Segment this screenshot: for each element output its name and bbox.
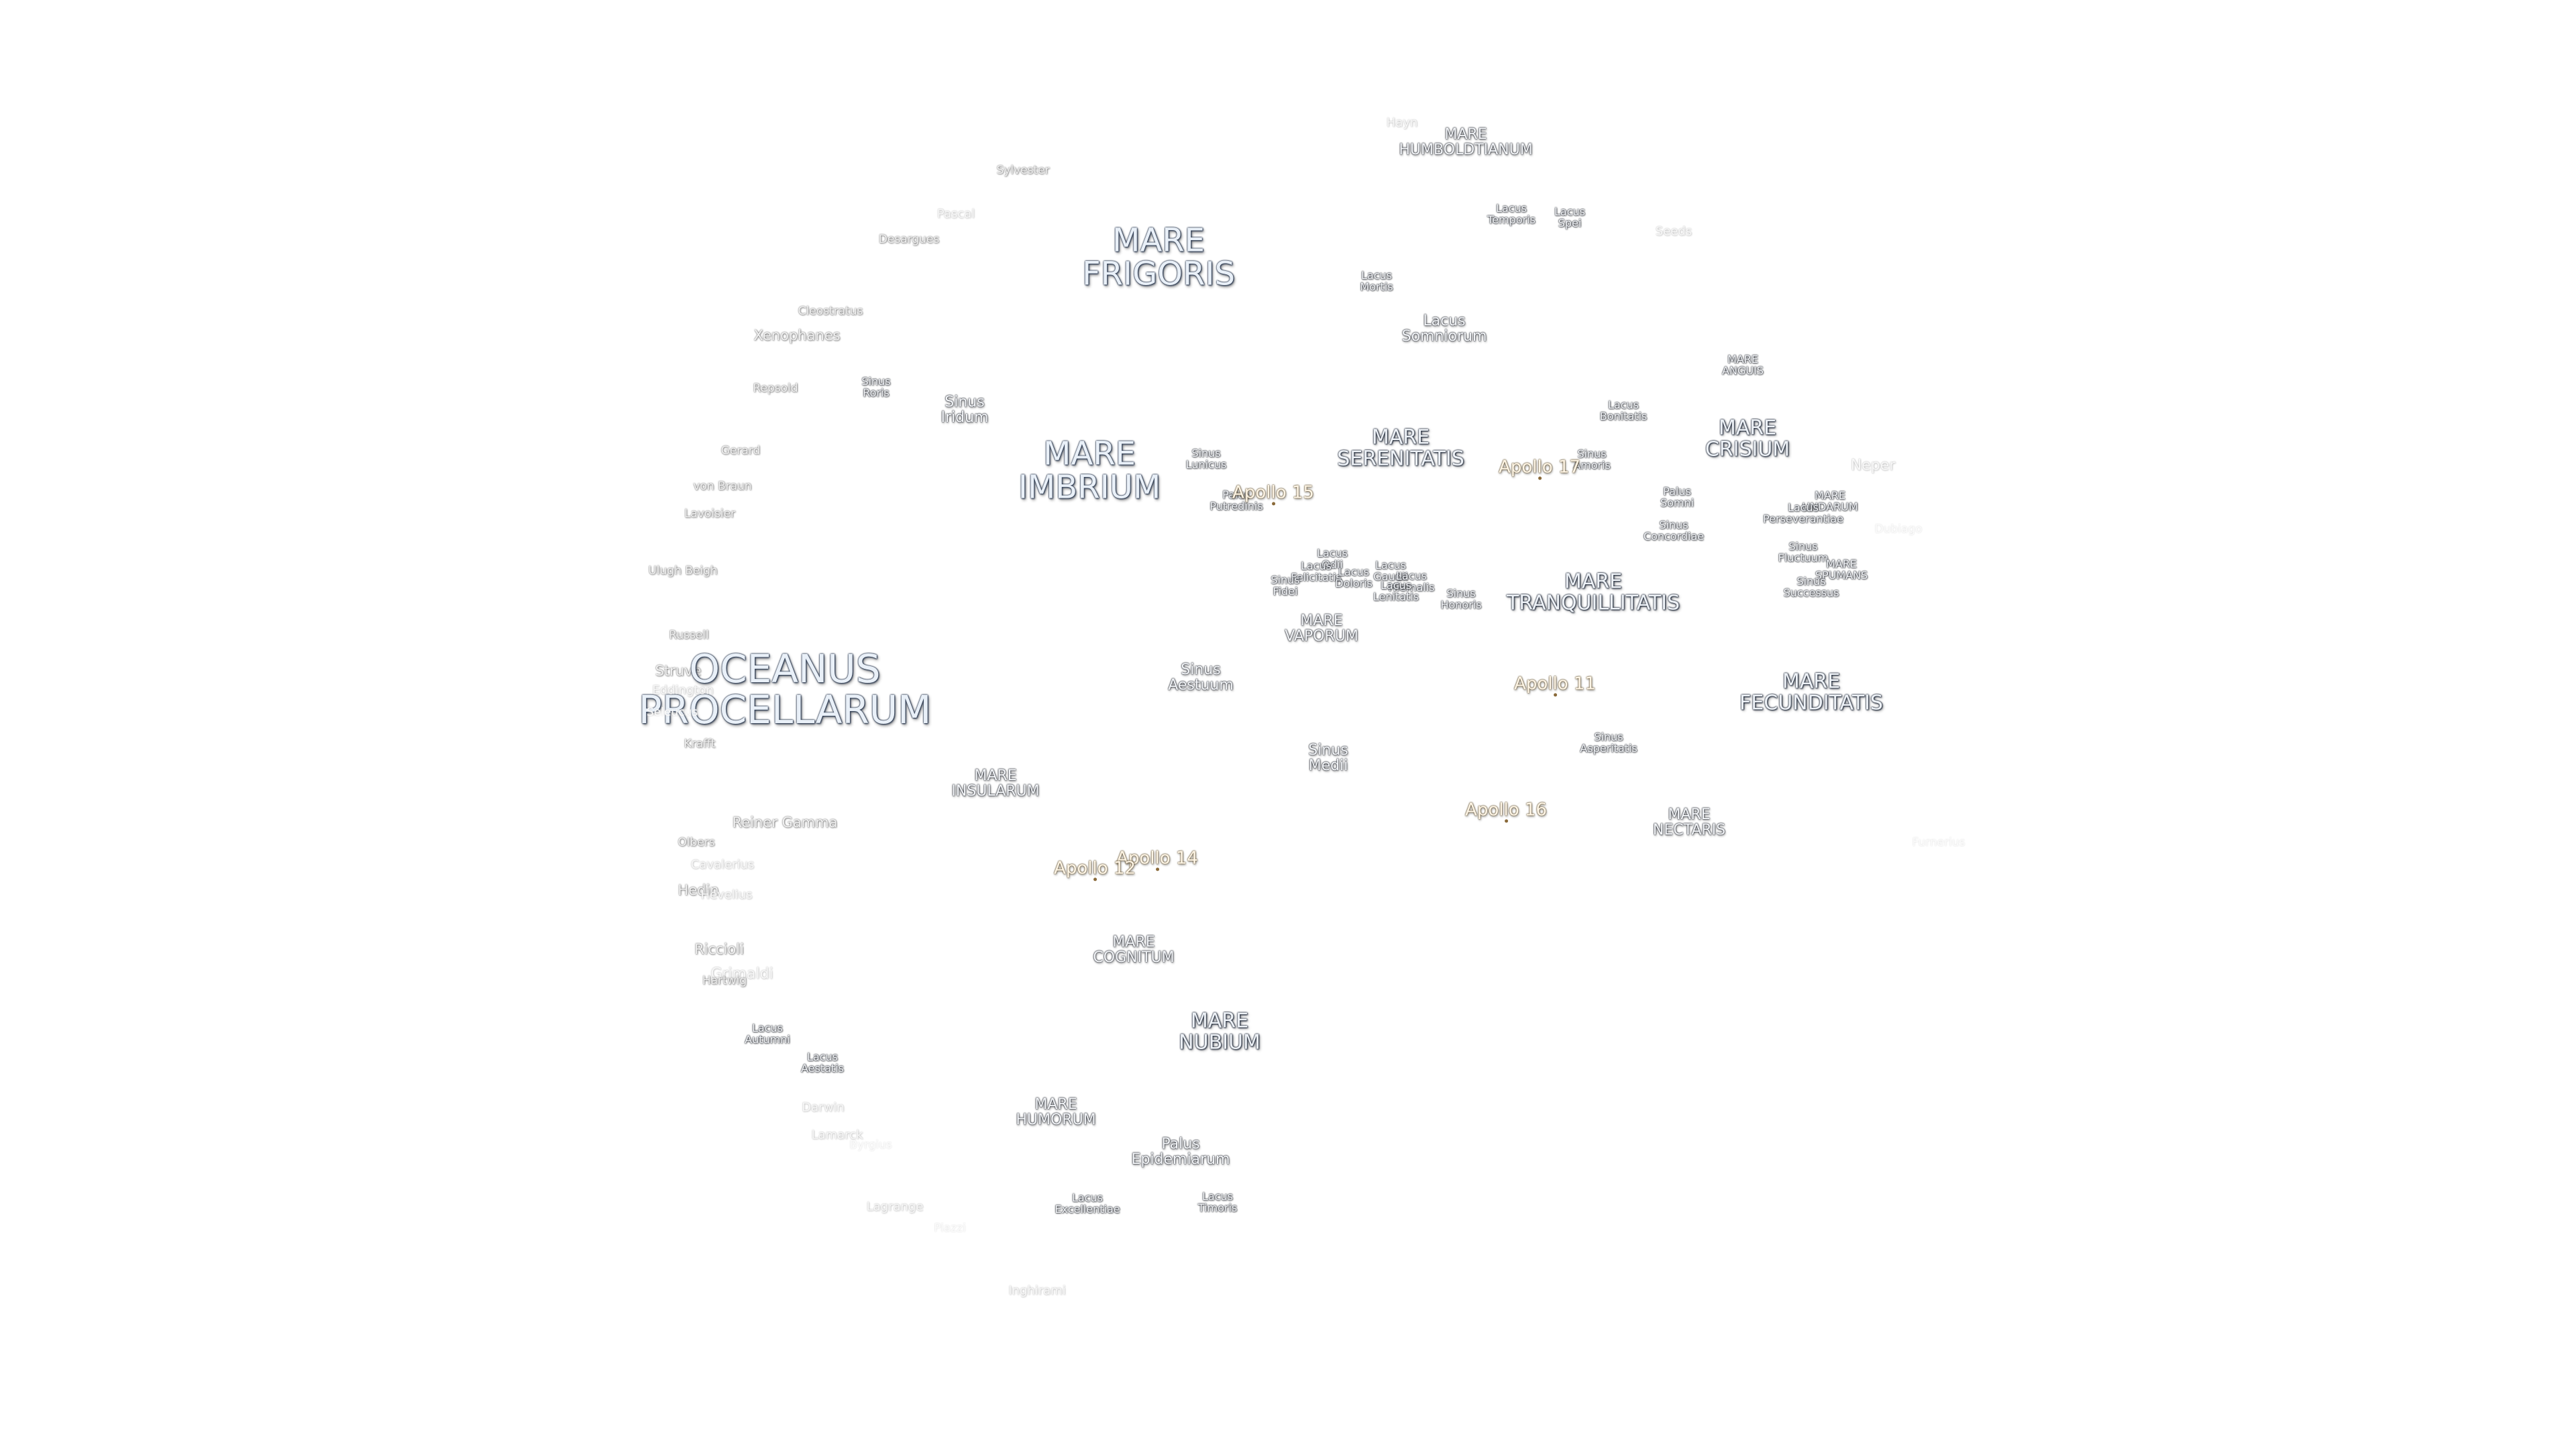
crater-label-hedin: Hedin [678, 881, 719, 898]
crater-label-von-braun: von Braun [693, 480, 752, 494]
crater-label-piazzi: Piazzi [934, 1222, 966, 1236]
mare-humorum-label: MARE HUMORUM [1016, 1095, 1096, 1128]
lacus-somniorum-label: Lacus Somniorum [1401, 312, 1487, 345]
lacus-mortis-label: Lacus Mortis [1360, 269, 1393, 293]
crater-label-cleostratus: Cleostratus [798, 305, 863, 319]
crater-label-hevelius: Hevelius [700, 888, 753, 902]
mare-imbrium-label: MARE IMBRIUM [1018, 435, 1161, 506]
crater-label-pascal: Pascal [936, 207, 975, 221]
palus-somni-label: Palus Somni [1660, 485, 1695, 509]
sinus-concordiae-label: Sinus Concordiae [1643, 519, 1705, 543]
apollo-17-site-label: Apollo 17 [1499, 457, 1580, 481]
mare-anguis-label: MARE ANGUIS [1722, 353, 1764, 377]
crater-label-dubiago: Dubiago [1874, 523, 1923, 537]
sinus-asperitatis-label: Sinus Asperitatis [1580, 731, 1638, 755]
crater-label-seeds: Seeds [1655, 224, 1693, 239]
sinus-successus-label: Sinus Successus [1783, 575, 1839, 599]
mare-fecunditatis-label: MARE FECUNDITATIS [1739, 669, 1883, 714]
apollo-14-site-label: Apollo 14 [1116, 848, 1198, 872]
crater-label-hartwig: Hartwig [702, 974, 747, 988]
lacus-odii-label: Lacus Odii [1317, 547, 1348, 571]
crater-label-eddington: Eddington [652, 683, 714, 698]
lacus-spei-label: Lacus Spei [1554, 205, 1585, 229]
lacus-bonitatis-label: Lacus Bonitatis [1599, 398, 1648, 423]
lacus-doloris-label: Lacus Doloris [1335, 566, 1373, 590]
sinus-amoris-label: Sinus Amoris [1573, 447, 1611, 472]
crater-label-russell: Russell [669, 629, 709, 643]
crater-label-struve: Struve [655, 662, 702, 679]
palus-putredinis-label: Palus Putredinis [1210, 488, 1263, 513]
lacus-excellentiae-label: Lacus Excellentiae [1055, 1191, 1120, 1216]
crater-label-grimaldi: Grimaldi [710, 965, 773, 983]
crater-label-lavoisier: Lavoisier [684, 507, 736, 521]
mare-crisium-label: MARE CRISIUM [1705, 416, 1790, 461]
mare-insularum-label: MARE INSULARUM [951, 767, 1040, 800]
sinus-fluctuum-label: Sinus Fluctuum [1778, 540, 1829, 564]
crater-label-seleucus: Seleucus [646, 706, 698, 720]
lacus-autumni-label: Lacus Autumni [745, 1022, 790, 1046]
lacus-timoris-label: Lacus Timoris [1197, 1190, 1238, 1214]
reiner-gamma-label: Reiner Gamma [732, 814, 838, 830]
mare-nubium-label: MARE NUBIUM [1179, 1009, 1260, 1054]
crater-label-darwin: Darwin [802, 1100, 845, 1115]
mare-spumans-label: MARE SPUMANS [1815, 557, 1868, 582]
crater-label-krafft: Krafft [684, 737, 716, 751]
crater-label-lamarck: Lamarck [811, 1128, 863, 1142]
apollo-16-site-label: Apollo 16 [1465, 800, 1547, 824]
lacus-perseverantiae-label: Lacus Perseverantiae [1763, 501, 1843, 525]
mare-undarum-label: MARE UNDARUM [1802, 489, 1858, 513]
crater-label-lagrange: Lagrange [866, 1199, 924, 1214]
lacus-hiemalis-label: Lacus Hiemalis [1388, 570, 1435, 594]
crater-label-desargues: Desargues [878, 233, 940, 247]
crater-label-gerard: Gerard [720, 444, 761, 458]
crater-label-repsold: Repsold [753, 382, 798, 396]
mare-frigoris-label: MARE FRIGORIS [1081, 221, 1236, 293]
mare-humboldtianum-label: MARE HUMBOLDTIANUM [1399, 125, 1533, 158]
lacus-felicitatis-label: Lacus Felicitatis [1291, 559, 1342, 584]
crater-label-riccioli: Riccioli [694, 941, 744, 957]
crater-label-cavalerius: Cavalerius [690, 857, 755, 872]
palus-epidemiarum-label: Palus Epidemiarum [1131, 1135, 1230, 1168]
mare-tranquillitatis-label: MARE TRANQUILLITATIS [1506, 570, 1680, 614]
sinus-fidei-label: Sinus Fidei [1271, 574, 1300, 598]
mare-serenitatis-label: MARE SERENITATIS [1337, 425, 1464, 470]
mare-nectaris-label: MARE NECTARIS [1652, 806, 1726, 839]
apollo-15-site-label: Apollo 15 [1232, 482, 1314, 506]
oceanus-procellarum-label: OCEANUS PROCELLARUM [638, 646, 932, 733]
crater-label-sylvester: Sylvester [996, 164, 1050, 178]
lacus-lenitatis-label: Lacus Lenitatis [1373, 579, 1419, 603]
sinus-medii-label: Sinus Medii [1308, 741, 1348, 774]
lacus-aestatis-label: Lacus Aestatis [801, 1051, 844, 1075]
crater-label-furnerius: Furnerius [1912, 836, 1966, 850]
crater-label-neper: Neper [1850, 457, 1896, 474]
sinus-lunicus-label: Sinus Lunicus [1185, 447, 1227, 471]
lacus-gaudii-label: Lacus Gaudii [1373, 559, 1408, 583]
crater-label-xenophanes: Xenophanes [753, 327, 841, 343]
sinus-iridum-label: Sinus Iridum [941, 393, 989, 426]
sinus-aestuum-label: Sinus Aestuum [1168, 661, 1234, 694]
crater-label-olbers: Olbers [678, 836, 715, 850]
crater-label-byrgius: Byrgius [849, 1138, 892, 1152]
sinus-roris-label: Sinus Roris [861, 375, 891, 399]
lacus-temporis-label: Lacus Temporis [1487, 202, 1536, 226]
crater-label-hayn: Hayn [1386, 115, 1418, 130]
apollo-12-site-label: Apollo 12 [1054, 858, 1136, 882]
mare-vaporum-label: MARE VAPORUM [1285, 612, 1358, 645]
sinus-honoris-label: Sinus Honoris [1440, 587, 1482, 611]
crater-label-ulugh-beigh: Ulugh Beigh [648, 564, 718, 578]
crater-label-inghirami: Inghirami [1008, 1283, 1066, 1298]
mare-cognitum-label: MARE COGNITUM [1093, 933, 1175, 966]
apollo-11-site-label: Apollo 11 [1514, 674, 1596, 698]
